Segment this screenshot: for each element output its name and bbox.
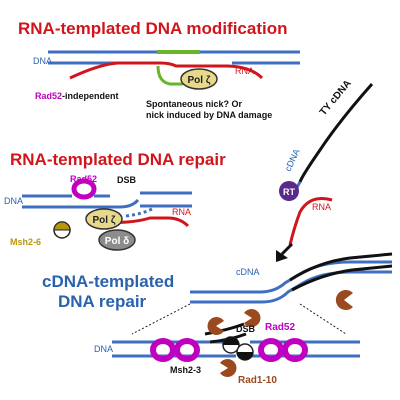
ty-rt-enzyme [279,181,299,201]
section1-rad52-word: Rad52 [35,91,62,101]
section3-ty-end-top [289,252,393,282]
section2-dotted-extension [125,207,153,218]
section3-title-line2: DNA repair [58,292,147,311]
section3-rad52-ring-left-b [174,338,200,362]
section1-rna-strand [69,61,264,80]
section3-cdna-bottom-strand [190,270,392,304]
section2-rad52-label: Rad52 [70,174,97,184]
section2-dsb-label: DSB [117,175,137,185]
section3-insert-top [204,322,245,336]
section2-rad52-ring [71,178,97,200]
ty-cdna-blue-label: cDNA [283,147,302,173]
section3-rad110-dsb-left [207,317,224,335]
section3-msh23-label: Msh2-3 [170,365,201,375]
section2-pol-zeta-enzyme [85,208,123,230]
section3-title-line1: cDNA-templated [42,272,174,291]
section3-msh23-dark-half-a [223,337,239,345]
arrow-shaft [280,242,294,256]
section1-pol-zeta-label: Pol ζ [188,75,211,86]
section1-dna-label: DNA [33,56,52,66]
section2-title: RNA-templated DNA repair [10,150,226,169]
section-rna-templated-repair: RNA-templated DNA repair Rad52 DSB DNA R… [4,150,226,251]
section1-rna-label: RNA [235,66,254,76]
section3-rad110-upper [335,290,353,310]
ty-cdna-panel: TY cDNA cDNA RNA RT [279,78,374,246]
section2-pol-delta-label: Pol δ [105,236,129,247]
section1-note-line2: nick induced by DNA damage [146,110,272,120]
section2-rna-label: RNA [172,207,191,217]
ty-rt-label: RT [283,187,295,197]
section3-rad52-ring-left-a [150,338,176,362]
section3-dna-label: DNA [94,344,113,354]
section2-msh26-label: Msh2-6 [10,237,41,247]
section-cdna-templated-repair: cDNA-templated DNA repair cDNA DNA [42,252,393,386]
section2-dna-label: DNA [4,196,23,206]
section1-pol-zeta-enzyme [180,68,218,90]
section2-pol-delta-enzyme [98,229,136,251]
ty-cdna-black-strand [298,83,374,183]
section3-msh23-dark-half-b [237,352,253,360]
section2-dna-bottom-strand [22,198,140,209]
section3-rad110-label: Rad1-10 [238,375,277,386]
section1-rad52-independent: Rad52-independent [35,91,119,101]
section2-pol-zeta-label: Pol ζ [93,215,116,226]
process-arrow [276,242,294,262]
section3-cdna-label: cDNA [236,267,260,277]
section3-dsb-label: DSB [236,324,256,334]
section3-zoom-line-left [131,303,191,335]
section1-note-line1: Spontaneous nick? Or [146,99,243,109]
section1-nascent-dna [156,65,183,86]
section3-rad52-label: Rad52 [265,322,295,333]
ty-rna-label: RNA [312,202,331,212]
section3-rad52-ring-right-b [282,338,308,362]
section3-zoom-line-right [299,303,347,335]
section3-ty-end-bottom [291,264,393,292]
section3-rad52-ring-right-a [258,338,284,362]
section2-msh26-gold-half [53,221,71,231]
section1-independent-suffix: -independent [62,91,119,101]
arrow-head-icon [276,250,288,262]
ty-rna-strand [288,197,333,246]
section3-cdna-top-strand [190,260,392,294]
section1-title: RNA-templated DNA modification [18,19,288,38]
section3-rad110-lower [220,359,237,377]
section3-rad110-dsb-right [244,309,261,328]
section-rna-templated-modification: RNA-templated DNA modification DNA RNA P… [18,19,300,120]
